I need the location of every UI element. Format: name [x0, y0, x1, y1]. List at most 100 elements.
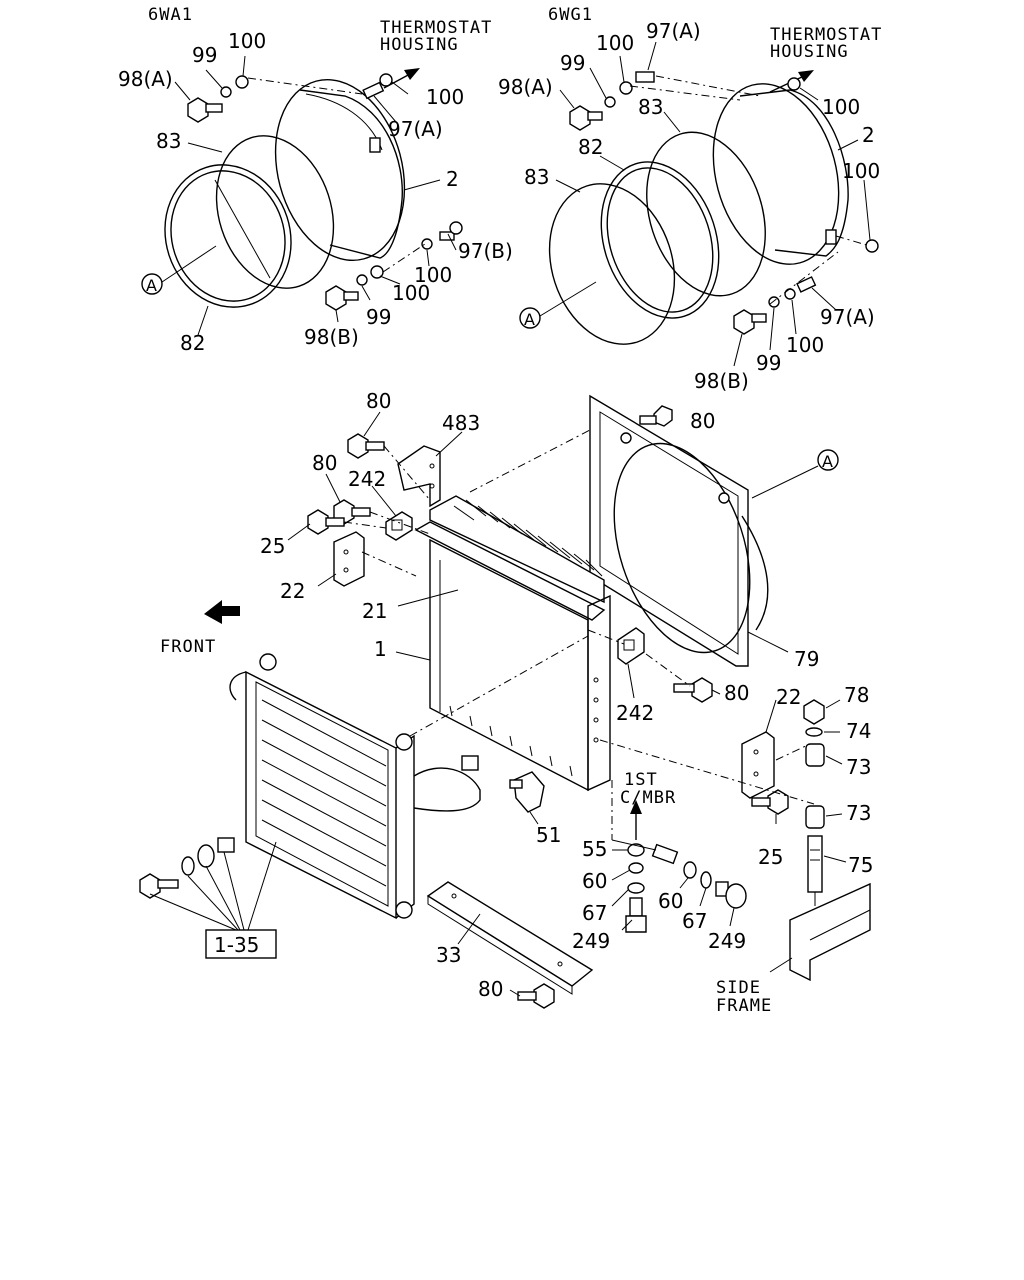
leaders-1-35 [149, 841, 277, 931]
label-60: 60 [658, 889, 683, 913]
label-242: 242 [348, 467, 386, 491]
label-1: 1 [374, 637, 387, 661]
variant-label-6wa1: 6WA1 [148, 5, 193, 25]
label-80: 80 [478, 977, 503, 1001]
label-82: 82 [180, 331, 205, 355]
label-25: 25 [758, 845, 783, 869]
label-97a: 97(A) [646, 19, 701, 43]
bolt-98b-right [733, 309, 767, 335]
label-75: 75 [848, 853, 873, 877]
label-97a: 97(A) [388, 117, 443, 141]
svg-text:HOUSING: HOUSING [770, 42, 849, 62]
bolt-80-bottom [517, 983, 555, 1009]
ref-box-1-35: 1-35 [205, 929, 277, 959]
side-frame-note: SIDE FRAME [716, 978, 772, 1016]
thermostat-arrow-right [769, 70, 814, 93]
washer-99-left [220, 86, 232, 98]
leaders-left [161, 55, 457, 336]
bracket-22-left [333, 531, 365, 587]
variant-label-6wg1: 6WG1 [548, 5, 593, 25]
label-67: 67 [582, 901, 607, 925]
pipe-stub [651, 843, 679, 865]
front-arrow [204, 600, 240, 624]
label-78: 78 [844, 683, 869, 707]
seal-60-left [628, 862, 644, 874]
leaders-right [539, 41, 871, 367]
washer-100-left-b [421, 238, 433, 250]
sensor-51 [509, 771, 545, 813]
gasket-67-right [700, 871, 712, 889]
label-80: 80 [690, 409, 715, 433]
washer-74 [805, 727, 823, 737]
seal-ring-83-right-outer [548, 183, 676, 345]
label-2: 2 [446, 167, 459, 191]
bolt-97b-left [439, 221, 463, 241]
label-83: 83 [156, 129, 181, 153]
bolt-98a-left [187, 97, 223, 123]
bolt-80-top [347, 433, 385, 459]
plug-249-left [625, 897, 647, 933]
label-73: 73 [846, 801, 871, 825]
intercooler [229, 653, 481, 920]
bolt-97a-right-bot [796, 276, 817, 293]
svg-text:1ST: 1ST [624, 770, 658, 790]
plug-249-right [715, 881, 747, 909]
leaders-main [287, 411, 847, 997]
label-33: 33 [436, 943, 461, 967]
label-98b: 98(B) [694, 369, 749, 393]
label-83: 83 [638, 95, 663, 119]
bracket-22-right [741, 731, 775, 799]
plate-242-right [617, 627, 645, 665]
bolt-80-top-right [639, 405, 673, 427]
label-74: 74 [846, 719, 871, 743]
bolt-1-35 [139, 873, 179, 899]
label-100: 100 [392, 281, 430, 305]
bushing-1-35 [181, 837, 235, 876]
label-82: 82 [578, 135, 603, 159]
svg-text:FRAME: FRAME [716, 996, 772, 1016]
label-100: 100 [596, 31, 634, 55]
bolt-80-right [673, 677, 713, 703]
label-98a: 98(A) [118, 67, 173, 91]
svg-text:A: A [524, 310, 535, 329]
svg-text:HOUSING: HOUSING [380, 35, 459, 55]
bolt-25-right [751, 789, 789, 815]
first-cmbr-arrow [630, 800, 642, 840]
insulator-73-lower [805, 805, 825, 829]
bolt-25-left [307, 509, 345, 535]
label-80: 80 [366, 389, 391, 413]
label-80: 80 [312, 451, 337, 475]
label-2: 2 [862, 123, 875, 147]
label-100: 100 [842, 159, 880, 183]
label-100: 100 [786, 333, 824, 357]
label-98b: 98(B) [304, 325, 359, 349]
label-67: 67 [682, 909, 707, 933]
label-22: 22 [776, 685, 801, 709]
label-97a: 97(A) [820, 305, 875, 329]
washer-99-left-b [356, 274, 368, 286]
washer-99-right-b [768, 296, 780, 308]
label-99: 99 [756, 351, 781, 375]
thermostat-note-left: THERMOSTAT HOUSING [380, 18, 492, 55]
label-99: 99 [192, 43, 217, 67]
label-97b: 97(B) [458, 239, 513, 263]
shroud-2-left [274, 78, 406, 262]
callout-a-right: A [519, 307, 541, 329]
radiator-core-1 [414, 495, 611, 792]
first-cmbr-note: 1ST C/MBR [620, 770, 675, 808]
label-249: 249 [708, 929, 746, 953]
shroud-2-right [712, 83, 849, 265]
label-25: 25 [260, 534, 285, 558]
bolt-98b-left [325, 285, 359, 311]
plate-242-left [385, 511, 413, 541]
svg-text:THERMOSTAT: THERMOSTAT [380, 18, 492, 38]
label-249: 249 [572, 929, 610, 953]
stud-75 [807, 835, 823, 906]
label-79: 79 [794, 647, 819, 671]
label-73: 73 [846, 755, 871, 779]
label-100: 100 [822, 95, 860, 119]
label-51: 51 [536, 823, 561, 847]
bolt-97a-right-top [635, 71, 655, 83]
nut-78 [803, 699, 825, 725]
